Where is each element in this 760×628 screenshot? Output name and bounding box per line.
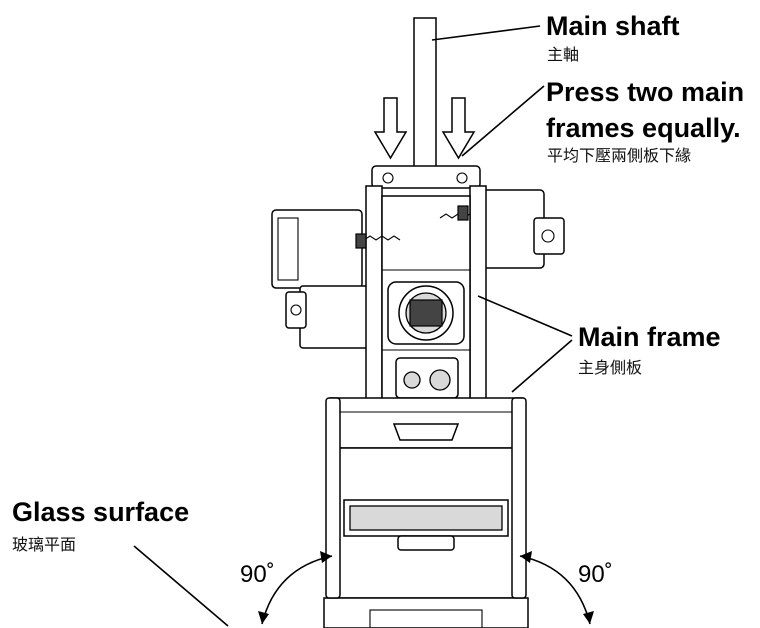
servo-assembly [271, 165, 565, 628]
press-instruction-zh: 平均下壓兩側板下緣 [547, 146, 691, 165]
main-frame-leader-2 [511, 339, 573, 393]
angle-label-right: 90˚ [578, 561, 613, 588]
leader-lines [133, 25, 573, 627]
angle-arc-left [258, 551, 333, 625]
press-arrow-right [441, 97, 476, 160]
main-frame-leader-1 [477, 295, 573, 337]
glass-surface-label: Glass surface [12, 497, 189, 527]
main-frame-label-zh: 主身側板 [578, 358, 642, 377]
press-leader [461, 85, 545, 157]
press-instruction-line1: Press two main [546, 77, 744, 107]
main-shaft-label-zh: 主軸 [547, 45, 579, 64]
angle-arc-right [519, 551, 594, 625]
press-arrow-left [373, 97, 408, 160]
angle-label-left: 90˚ [240, 561, 275, 588]
glass-surface-label-zh: 玻璃平面 [12, 535, 76, 554]
main-shaft [413, 17, 437, 179]
press-instruction-line2: frames equally. [546, 113, 741, 143]
main-shaft-leader [431, 25, 541, 41]
glass-surface-leader [133, 545, 229, 627]
main-shaft-label: Main shaft [546, 11, 680, 41]
main-frame-label: Main frame [578, 322, 721, 352]
